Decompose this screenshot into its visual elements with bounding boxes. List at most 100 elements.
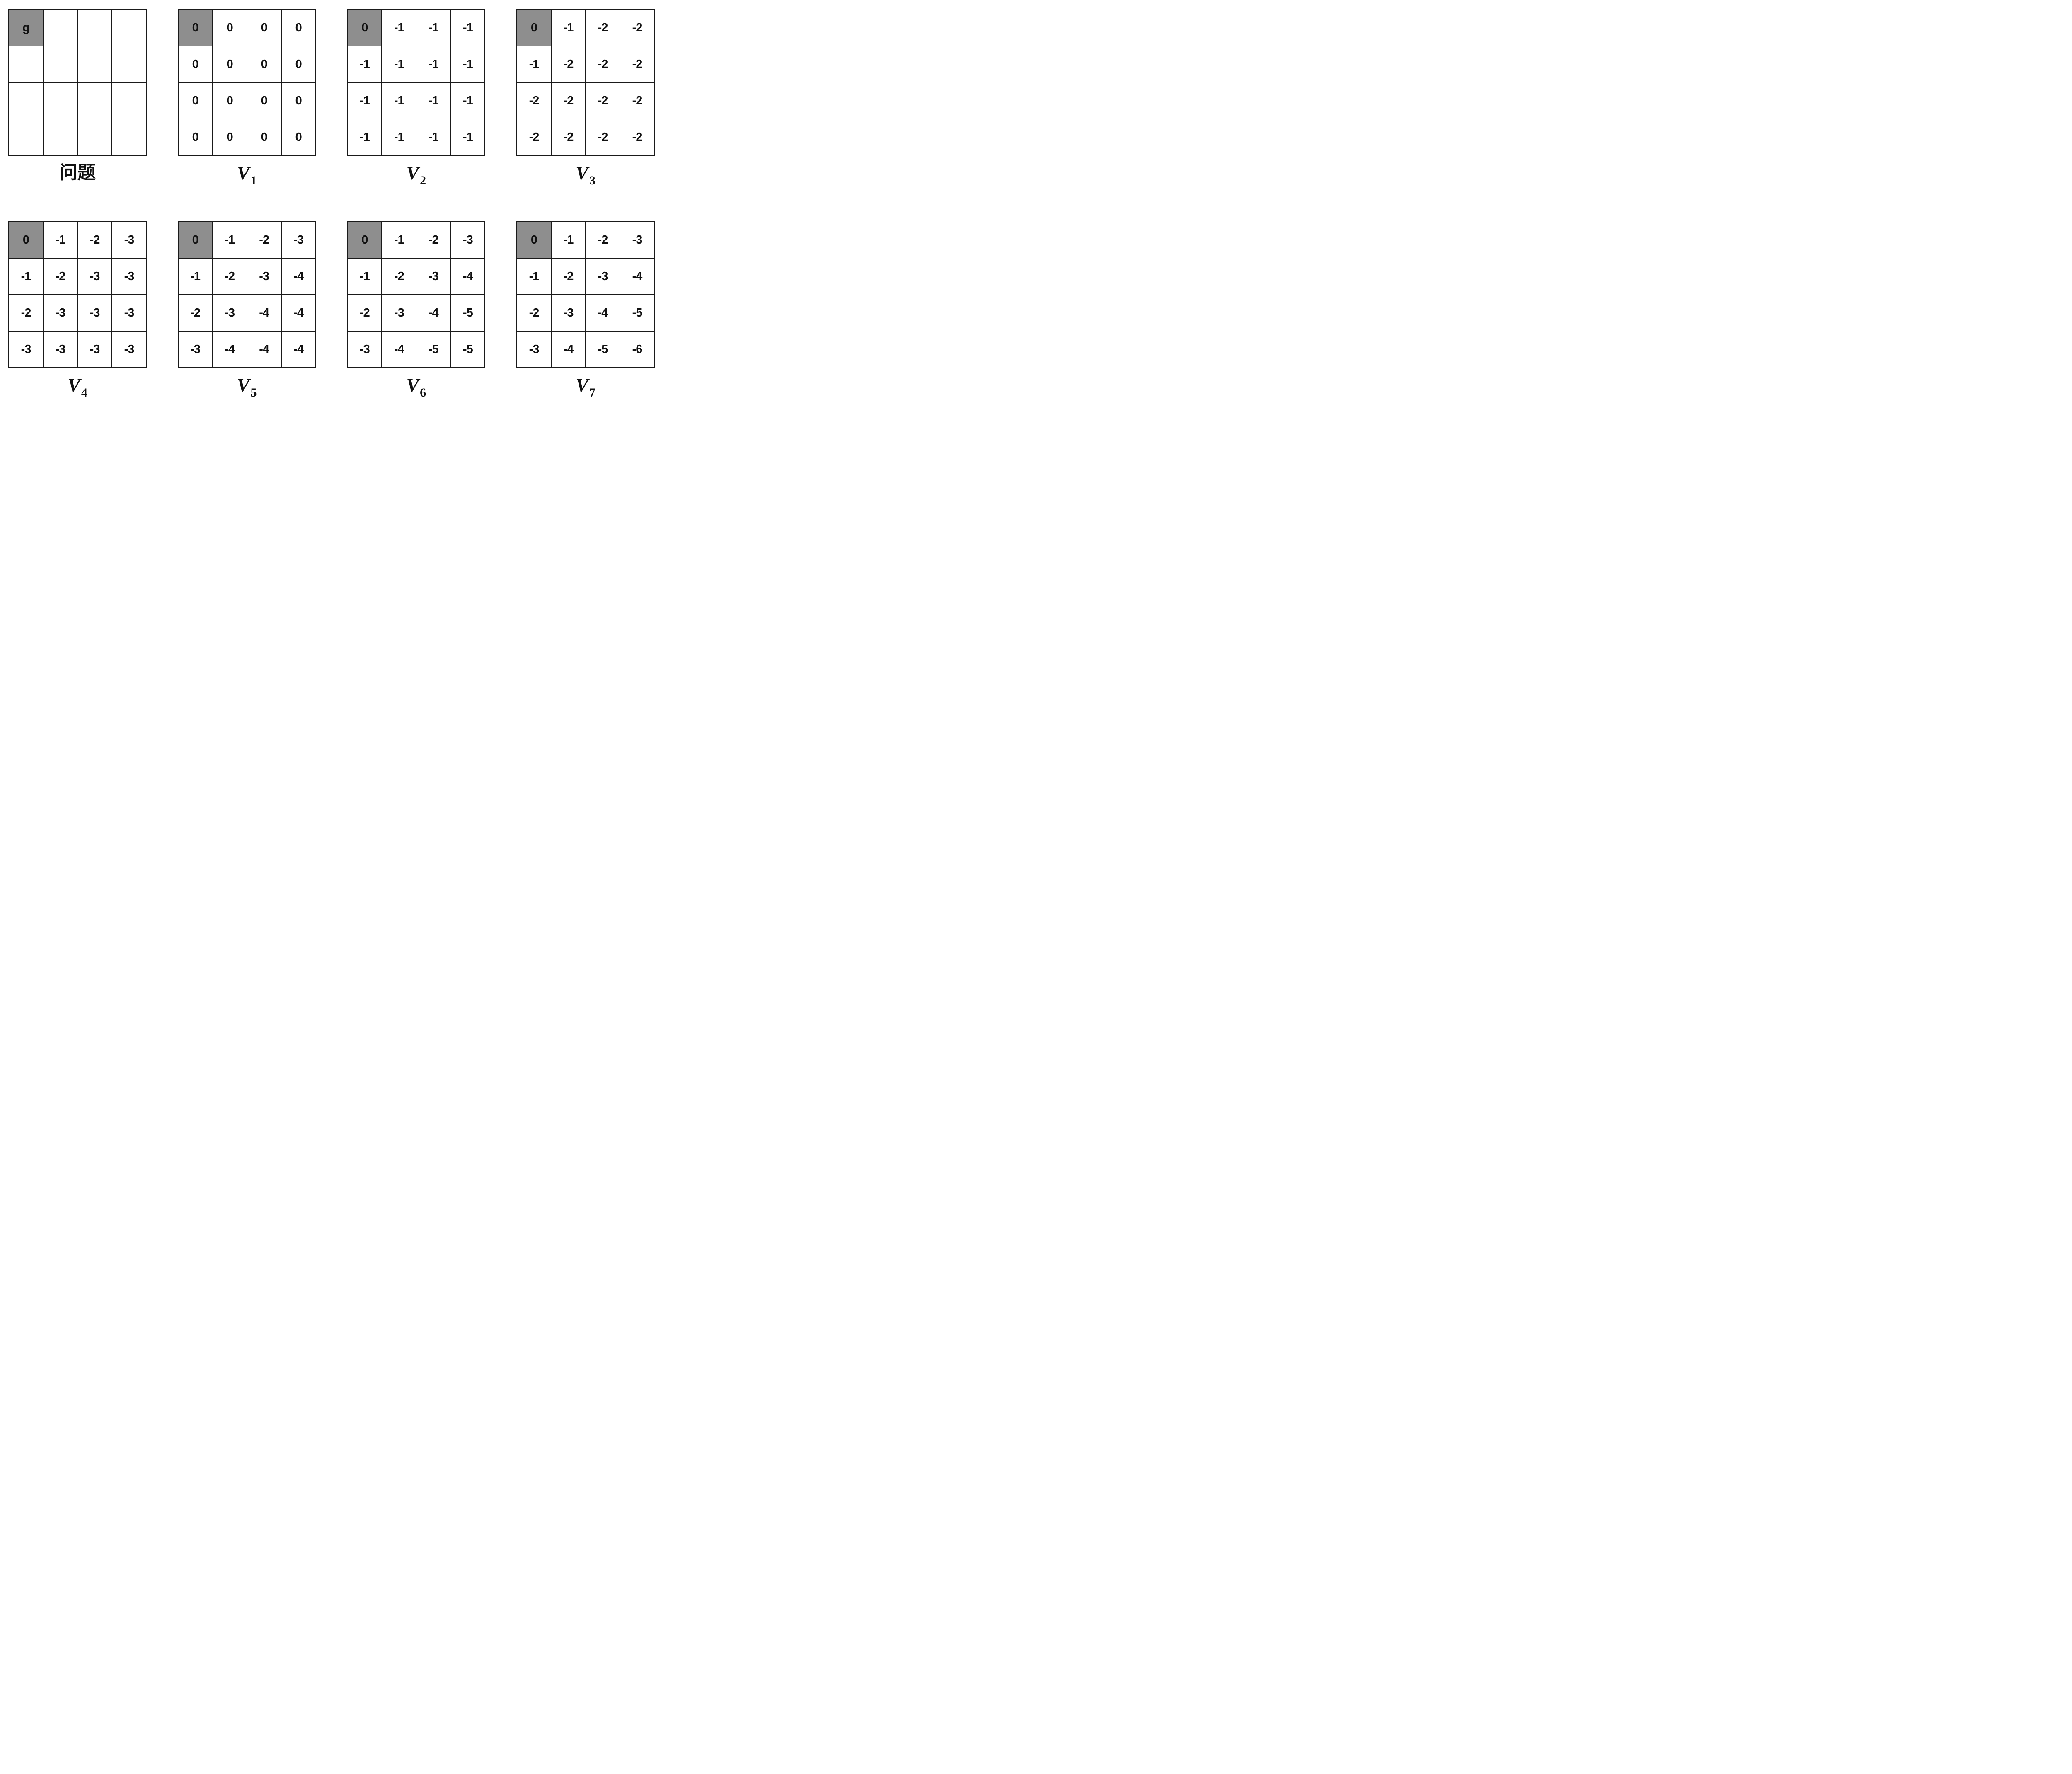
grid-cell: -2 — [177, 294, 213, 332]
grid-cell: -2 — [550, 82, 586, 119]
grid-cell: -1 — [212, 221, 247, 259]
panel-label: V3 — [576, 163, 595, 187]
grid-cell: -2 — [619, 46, 655, 83]
grid-cell: -1 — [416, 82, 451, 119]
grid-cell — [77, 46, 112, 83]
panel-label-text: V4 — [68, 375, 87, 399]
grid-cell: -1 — [8, 258, 44, 295]
grid-cell: -2 — [77, 221, 112, 259]
grid-cell: -4 — [212, 331, 247, 368]
grid-cell: -2 — [585, 82, 620, 119]
grid-cell: -3 — [381, 294, 417, 332]
grid-cell: -4 — [416, 294, 451, 332]
value-grid: 0-1-2-3-1-2-3-3-2-3-3-3-3-3-3-3 — [8, 221, 147, 368]
grid-cell: -1 — [516, 46, 552, 83]
panel-label-text: 问题 — [59, 162, 96, 183]
grid-cell: 0 — [281, 9, 316, 46]
grid-cell: -6 — [619, 331, 655, 368]
grid-cell: -5 — [450, 331, 486, 368]
grid-cell: 0 — [246, 46, 282, 83]
grid-cell: -1 — [347, 82, 382, 119]
v-label-base: V — [237, 375, 250, 396]
panel-label-text: V2 — [406, 163, 426, 187]
v-label-subscript: 6 — [420, 386, 426, 399]
panel-label-text: V6 — [406, 375, 426, 399]
grid-cell: -2 — [550, 119, 586, 156]
panel-v3: 0-1-2-2-1-2-2-2-2-2-2-2-2-2-2-2 V3 — [516, 9, 655, 187]
grid-cell: -1 — [516, 258, 552, 295]
value-grid: g — [8, 9, 147, 156]
grid-cell: -3 — [43, 294, 78, 332]
v-label-base: V — [406, 375, 419, 396]
grid-cell: -1 — [450, 82, 486, 119]
grid-cell: -2 — [585, 221, 620, 259]
grid-cell: -3 — [450, 221, 486, 259]
panel-label: V7 — [576, 375, 595, 399]
grid-cell: -2 — [347, 294, 382, 332]
grid-cell: -2 — [43, 258, 78, 295]
grid-cell: -3 — [585, 258, 620, 295]
goal-cell: g — [8, 9, 44, 46]
panel-label-text: V7 — [576, 375, 595, 399]
panel-label-text: V1 — [237, 163, 257, 187]
grid-cell: -1 — [550, 9, 586, 46]
v-label-subscript: 2 — [420, 174, 426, 187]
grid-cell: -2 — [212, 258, 247, 295]
grid-cell: -2 — [381, 258, 417, 295]
grid-cell: -4 — [246, 331, 282, 368]
grid-cell: -5 — [585, 331, 620, 368]
grid-cell — [43, 82, 78, 119]
goal-cell: 0 — [177, 9, 213, 46]
panel-label: V6 — [406, 375, 426, 399]
goal-cell: 0 — [8, 221, 44, 259]
panel-label: V2 — [406, 163, 426, 187]
panel-label: V5 — [237, 375, 257, 399]
grid-cell: -2 — [585, 9, 620, 46]
grid-cell: -1 — [43, 221, 78, 259]
grid-cell: -1 — [381, 221, 417, 259]
grid-cell: -2 — [619, 119, 655, 156]
grid-cell: -1 — [450, 46, 486, 83]
grid-cell: -2 — [619, 9, 655, 46]
grid-cell: -3 — [550, 294, 586, 332]
panel-v5: 0-1-2-3-1-2-3-4-2-3-4-4-3-4-4-4 V5 — [177, 221, 316, 399]
grid-cell: -3 — [281, 221, 316, 259]
grid-cell — [8, 46, 44, 83]
grid-cell: 0 — [281, 119, 316, 156]
grid-cell — [111, 82, 147, 119]
grid-cell: -2 — [8, 294, 44, 332]
grid-cell: -1 — [347, 46, 382, 83]
grid-cell: -3 — [516, 331, 552, 368]
panel-v7: 0-1-2-3-1-2-3-4-2-3-4-5-3-4-5-6 V7 — [516, 221, 655, 399]
grid-cell: 0 — [246, 119, 282, 156]
v-label-subscript: 4 — [81, 386, 87, 399]
grid-cell: -1 — [450, 119, 486, 156]
grid-cell: -2 — [619, 82, 655, 119]
grid-cell: 0 — [212, 9, 247, 46]
grid-cell: -2 — [516, 82, 552, 119]
grid-cell: -3 — [619, 221, 655, 259]
v-label-base: V — [237, 162, 250, 184]
grid-cell: 0 — [281, 82, 316, 119]
panel-label: V4 — [68, 375, 87, 399]
panel-label-text: V5 — [237, 375, 257, 399]
grid-cell: -3 — [111, 258, 147, 295]
grid-cell: -1 — [347, 258, 382, 295]
grid-cell — [43, 9, 78, 46]
grid-cell — [111, 46, 147, 83]
grid-cell: -5 — [450, 294, 486, 332]
grid-cell: -1 — [381, 119, 417, 156]
grid-row-bottom: 0-1-2-3-1-2-3-3-2-3-3-3-3-3-3-3 V4 0-1-2… — [0, 221, 663, 399]
value-grid: 0-1-2-3-1-2-3-4-2-3-4-5-3-4-5-6 — [516, 221, 655, 368]
grid-cell: -3 — [111, 294, 147, 332]
v-label-base: V — [406, 162, 419, 184]
grid-cell: -4 — [246, 294, 282, 332]
goal-cell: 0 — [177, 221, 213, 259]
grid-cell: -2 — [550, 46, 586, 83]
value-grid: 0-1-2-2-1-2-2-2-2-2-2-2-2-2-2-2 — [516, 9, 655, 156]
v-label-base: V — [576, 375, 588, 396]
grid-cell: 0 — [177, 82, 213, 119]
grid-cell: -3 — [347, 331, 382, 368]
